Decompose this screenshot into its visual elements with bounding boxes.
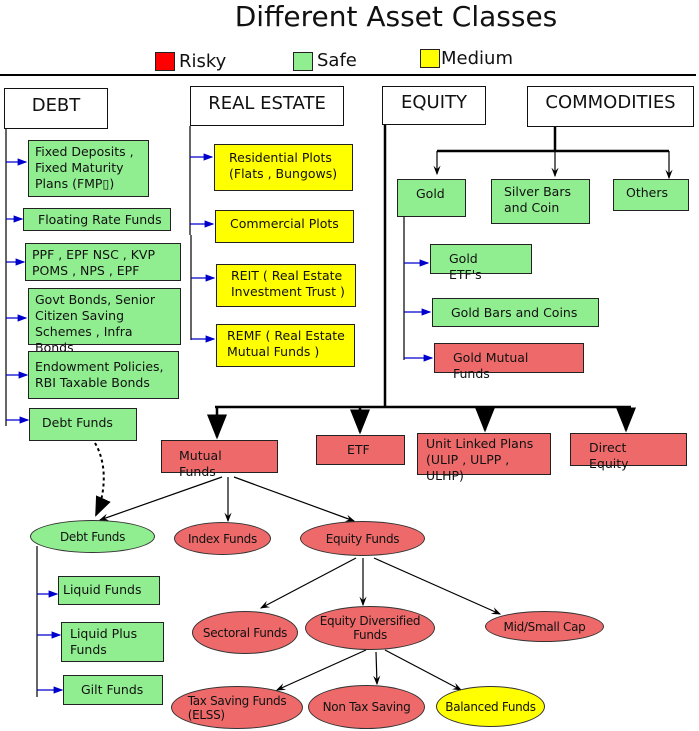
- debt-item: PPF , EPF NSC , KVP POMS , NPS , EPF: [25, 243, 181, 281]
- equity-fund-type-mid-small-cap: Mid/Small Cap: [485, 611, 604, 642]
- gold-item: Gold ETF's: [430, 244, 532, 282]
- equity-item-direct-equity: Direct Equity: [570, 433, 687, 471]
- gold-item: Gold Mutual Funds: [434, 343, 584, 381]
- debt-header: DEBT: [4, 88, 108, 129]
- diversified-type-tax-saving: Tax Saving Funds (ELSS): [171, 686, 303, 729]
- mf-type-equity-funds: Equity Funds: [300, 521, 425, 556]
- legend-label-risky: Risky: [179, 51, 227, 72]
- commodity-item-others: Others: [613, 179, 689, 211]
- diversified-type-balanced: Balanced Funds: [436, 686, 545, 727]
- debt-fund-type: Liquid Funds: [58, 576, 160, 605]
- commodity-item-silver: Silver Bars and Coin: [491, 179, 590, 224]
- debt-item: Floating Rate Funds: [23, 208, 171, 231]
- page-title: Different Asset Classes: [234, 0, 558, 33]
- equity-item-etf: ETF: [316, 435, 405, 465]
- debt-item: Fixed Deposits , Fixed Maturity Plans (F…: [28, 140, 149, 197]
- equity-item-mutual-funds: Mutual Funds: [161, 440, 278, 479]
- mf-type-debt-funds: Debt Funds: [30, 520, 155, 553]
- mf-type-index-funds: Index Funds: [174, 522, 271, 555]
- real-estate-item: REMF ( Real Estate Mutual Funds ): [216, 324, 355, 367]
- real-estate-header: REAL ESTATE: [190, 86, 344, 126]
- debt-item: Debt Funds: [29, 408, 137, 441]
- equity-fund-type-diversified: Equity Diversified Funds: [305, 606, 435, 650]
- legend-swatch-medium: [420, 49, 440, 68]
- debt-fund-type: Liquid Plus Funds: [61, 622, 164, 662]
- real-estate-item: Commercial Plots: [215, 210, 354, 243]
- debt-item: Endowment Policies, RBI Taxable Bonds: [28, 351, 179, 399]
- equity-header: EQUITY: [382, 86, 486, 125]
- commodities-header: COMMODITIES: [527, 86, 694, 127]
- real-estate-item: Residential Plots (Flats , Bungows): [214, 144, 353, 191]
- debt-item: Govt Bonds, Senior Citizen Saving Scheme…: [28, 288, 181, 355]
- real-estate-item: REIT ( Real Estate Investment Trust ): [216, 264, 356, 307]
- legend-label-medium: Medium: [441, 48, 513, 69]
- legend-swatch-risky: [155, 52, 175, 71]
- diversified-type-non-tax-saving: Non Tax Saving: [308, 685, 425, 729]
- legend-label-safe: Safe: [317, 50, 357, 71]
- legend-swatch-safe: [293, 52, 313, 71]
- equity-item-ulip: Unit Linked Plans (ULIP , ULPP , ULHP): [417, 433, 551, 483]
- gold-item: Gold Bars and Coins: [432, 298, 599, 327]
- commodity-item-gold: Gold: [397, 179, 466, 217]
- debt-fund-type: Gilt Funds: [63, 675, 163, 705]
- equity-fund-type-sectoral: Sectoral Funds: [192, 611, 298, 654]
